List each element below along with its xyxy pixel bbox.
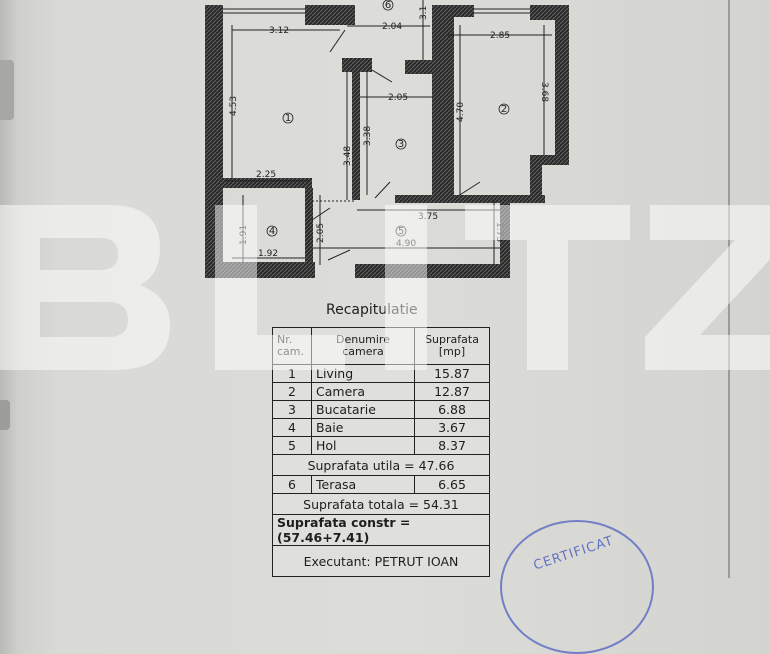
room-area: 8.37 bbox=[414, 436, 490, 455]
wall bbox=[305, 5, 355, 25]
dimension-label: 2.04 bbox=[382, 22, 402, 32]
dimension-label: 3.48 bbox=[343, 146, 353, 166]
room-nr: 2 bbox=[272, 382, 312, 401]
dimension-label: 1.92 bbox=[258, 249, 278, 259]
room-nr: 6 bbox=[272, 475, 312, 494]
dimension-label: 3.38 bbox=[363, 126, 373, 146]
executant-row: Executant: PETRUT IOAN bbox=[272, 545, 490, 577]
wall bbox=[555, 5, 569, 165]
executant: Executant: PETRUT IOAN bbox=[272, 545, 490, 577]
certification-stamp: CERTIFICAT bbox=[500, 520, 654, 654]
header-nr: Nr. cam. bbox=[272, 327, 312, 365]
room-area: 6.65 bbox=[414, 475, 490, 494]
wall bbox=[530, 155, 565, 165]
useful-area-row: Suprafata utila = 47.66 bbox=[272, 454, 490, 476]
header-name: Denumire camera bbox=[311, 327, 415, 365]
wall bbox=[530, 160, 542, 202]
wall bbox=[432, 5, 454, 200]
header-area: Suprafata [mp] bbox=[414, 327, 490, 365]
room-nr: 4 bbox=[272, 418, 312, 437]
dimension-label: 2.85 bbox=[490, 31, 510, 41]
total-area: Suprafata totala = 54.31 bbox=[272, 493, 490, 515]
room-area: 12.87 bbox=[414, 382, 490, 401]
dimension-label: 1.91 bbox=[239, 225, 249, 245]
useful-area: Suprafata utila = 47.66 bbox=[272, 454, 490, 476]
room-name: Terasa bbox=[311, 475, 415, 494]
binder-ring bbox=[0, 400, 10, 430]
wall bbox=[352, 72, 360, 200]
dimension-label: 3.68 bbox=[539, 82, 549, 102]
room-name: Bucatarie bbox=[311, 400, 415, 419]
wall bbox=[342, 58, 372, 72]
room-area: 15.87 bbox=[414, 364, 490, 383]
dimension-label: 2.05 bbox=[388, 93, 408, 103]
binder-ring bbox=[0, 60, 14, 120]
room-nr: 5 bbox=[272, 436, 312, 455]
dimension-label: 1.73 bbox=[494, 222, 504, 242]
wall bbox=[454, 5, 474, 17]
built-area: Suprafata constr =(57.46+7.41) bbox=[272, 514, 490, 546]
room-name: Living bbox=[311, 364, 415, 383]
room-area: 6.88 bbox=[414, 400, 490, 419]
dimension-label: 4.53 bbox=[229, 96, 239, 116]
room-name: Baie bbox=[311, 418, 415, 437]
room-number: 5 bbox=[398, 226, 404, 237]
room-number: 2 bbox=[501, 104, 507, 115]
room-area: 3.67 bbox=[414, 418, 490, 437]
wall bbox=[305, 188, 313, 268]
room-number: 3 bbox=[398, 139, 404, 150]
dimension-label: 4.90 bbox=[396, 239, 416, 249]
walls bbox=[205, 5, 569, 278]
dimension-label: 2.25 bbox=[256, 170, 276, 180]
wall bbox=[530, 5, 562, 20]
total-area-row: Suprafata totala = 54.31 bbox=[272, 493, 490, 515]
dimension-label: 3.12 bbox=[269, 26, 289, 36]
room-number: 6 bbox=[385, 0, 391, 11]
wall bbox=[205, 262, 315, 278]
stamp-text: CERTIFICAT bbox=[531, 533, 616, 574]
wall bbox=[355, 264, 510, 278]
dimension-label: 2.05 bbox=[316, 223, 326, 243]
recap-title: Recapitulatie bbox=[326, 302, 418, 318]
wall bbox=[395, 195, 545, 203]
built-area-row: Suprafata constr =(57.46+7.41) bbox=[272, 514, 490, 546]
dimension-label: 4.70 bbox=[456, 102, 466, 122]
room-name: Camera bbox=[311, 382, 415, 401]
room-number: 1 bbox=[285, 113, 291, 124]
room-nr: 1 bbox=[272, 364, 312, 383]
wall bbox=[222, 178, 312, 188]
dimension-label: 3.75 bbox=[418, 212, 438, 222]
room-number: 4 bbox=[269, 226, 275, 237]
dimension-label: 3.1 bbox=[419, 6, 429, 20]
floor-plan: 3.12 2.04 3.1 2.85 4.53 2.05 3.48 3.38 4… bbox=[205, 0, 569, 278]
wall bbox=[205, 5, 223, 275]
room-name: Hol bbox=[311, 436, 415, 455]
room-nr: 3 bbox=[272, 400, 312, 419]
